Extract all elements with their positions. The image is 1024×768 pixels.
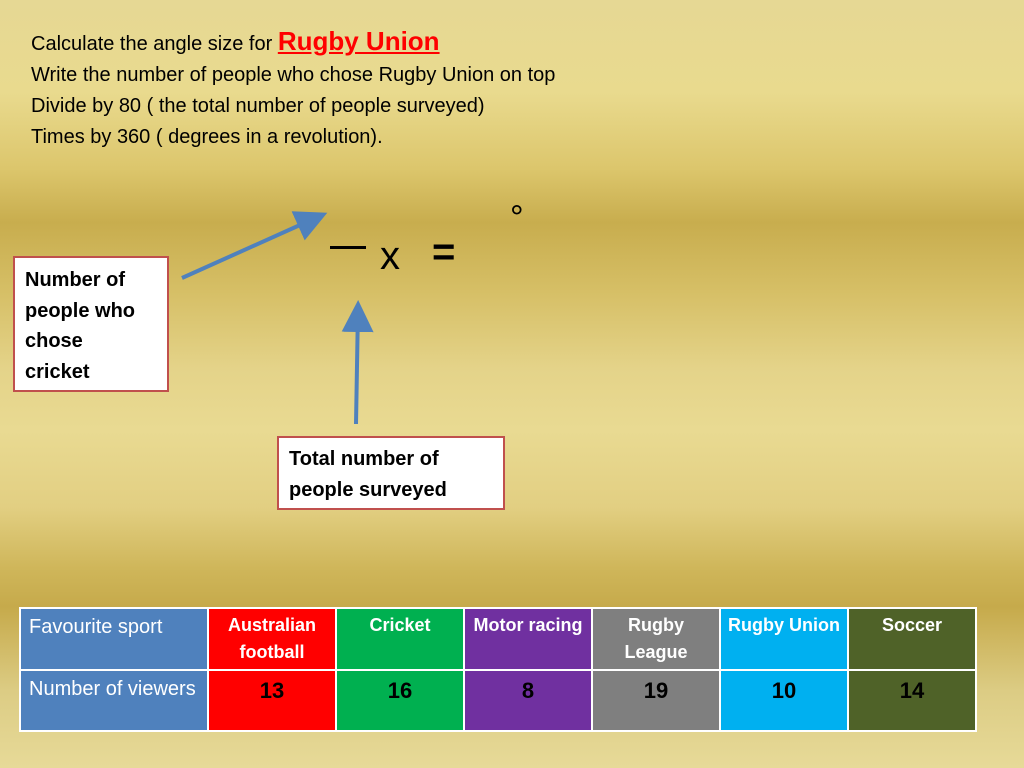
- table-row-sports: Favourite sport Australian football Cric…: [19, 607, 977, 671]
- highlighted-sport: Rugby Union: [277, 26, 440, 56]
- number-of-viewers-header: Number of viewers: [19, 669, 209, 732]
- callout-line: chose: [25, 330, 83, 352]
- instruction-prefix: Calculate the angle size for: [31, 33, 278, 55]
- instruction-line-4: Times by 360 ( degrees in a revolution).: [31, 126, 383, 148]
- equals-symbol: =: [432, 230, 456, 274]
- numerator-arrow: [181, 211, 328, 280]
- total-callout: Total number of people surveyed: [277, 436, 505, 510]
- denominator-arrow: [341, 300, 374, 425]
- instructions-block: Calculate the angle size for Rugby Union…: [31, 26, 555, 153]
- viewer-count-cell: 8: [463, 669, 593, 732]
- favourite-sport-header: Favourite sport: [19, 607, 209, 671]
- sport-cell: Soccer: [847, 607, 977, 671]
- viewer-count-cell: 16: [335, 669, 465, 732]
- table-row-viewers: Number of viewers 13 16 8 19 10 14: [19, 669, 977, 732]
- viewer-count-cell: 19: [591, 669, 721, 732]
- sport-cell: Motor racing: [463, 607, 593, 671]
- sport-cell: Australian football: [207, 607, 337, 671]
- callout-line: Number of: [25, 269, 125, 291]
- cricket-callout: Number of people who chose cricket: [13, 256, 169, 392]
- sports-table: Favourite sport Australian football Cric…: [19, 607, 977, 732]
- viewer-count-cell: 13: [207, 669, 337, 732]
- sport-cell: Rugby Union: [719, 607, 849, 671]
- degree-symbol: °: [510, 199, 524, 237]
- callout-line: people who: [25, 299, 135, 322]
- sport-cell: Rugby League: [591, 607, 721, 671]
- instruction-line-1: Calculate the angle size for Rugby Union: [31, 26, 555, 60]
- fraction-bar: [330, 246, 366, 249]
- instruction-line-2: Write the number of people who chose Rug…: [31, 64, 556, 86]
- viewer-count-cell: 14: [847, 669, 977, 732]
- callout-line: people surveyed: [289, 478, 447, 501]
- viewer-count-cell: 10: [719, 669, 849, 732]
- times-symbol: x: [380, 234, 400, 278]
- instruction-line-3: Divide by 80 ( the total number of peopl…: [31, 95, 485, 117]
- sport-cell: Cricket: [335, 607, 465, 671]
- callout-line: cricket: [25, 360, 90, 383]
- callout-line: Total number of: [289, 448, 439, 470]
